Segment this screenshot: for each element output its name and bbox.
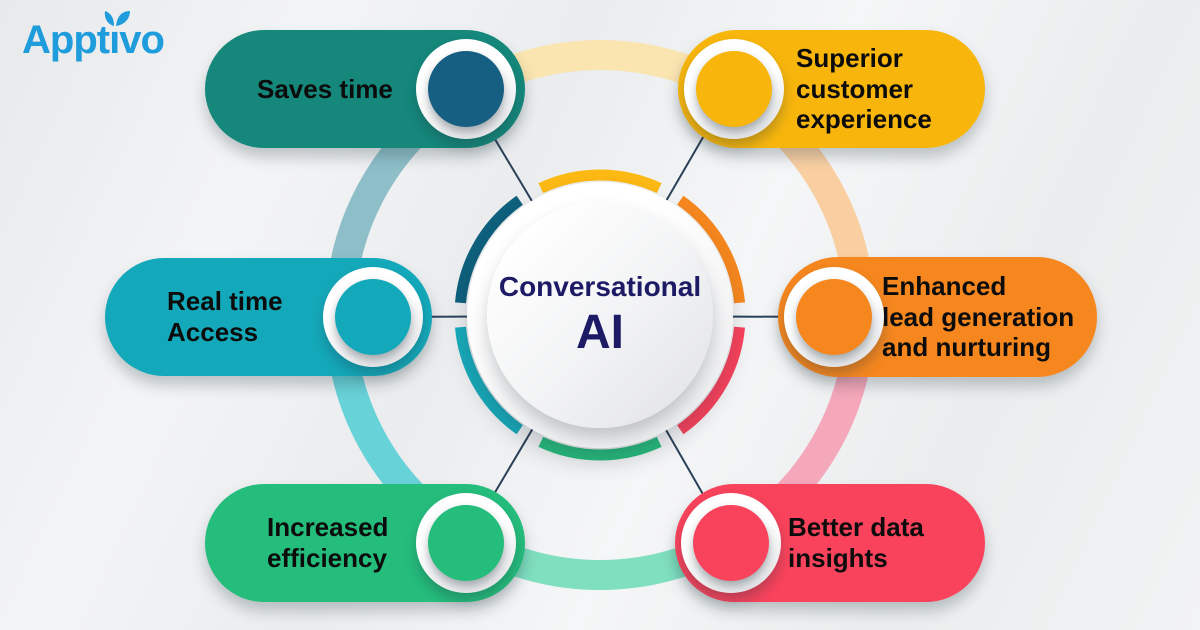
inner-ring-segment-top-yellow xyxy=(538,169,662,194)
pill-superior-customer-experience: Superior customer experience xyxy=(678,30,985,148)
leaf-left xyxy=(104,11,115,26)
pill-circle-ring xyxy=(323,267,423,367)
inner-ring-segment-bottom-left-teal xyxy=(455,326,523,435)
leaf-icon xyxy=(104,11,131,26)
pill-label: Real time Access xyxy=(167,286,283,347)
pill-circle xyxy=(428,505,504,581)
inner-ring xyxy=(455,169,745,461)
pill-better-data-insights: Better data insights xyxy=(675,484,985,602)
logo-text-part2: vo xyxy=(119,18,165,62)
inner-ring-segment-bottom-right-red xyxy=(677,326,745,435)
pill-circle xyxy=(696,51,772,127)
pill-increased-efficiency: Increased efficiency xyxy=(205,484,525,602)
pill-label: Superior customer experience xyxy=(796,42,932,135)
pill-circle xyxy=(428,51,504,127)
pill-circle xyxy=(335,279,411,355)
pill-circle-ring xyxy=(681,493,781,593)
pill-circle xyxy=(796,279,872,355)
logo-text-part1: Appt xyxy=(22,18,110,62)
pill-circle-ring xyxy=(684,39,784,139)
pill-label: Better data insights xyxy=(788,512,924,573)
logo-letter-i: ı xyxy=(104,11,131,63)
center-circle: Conversational AI xyxy=(487,202,713,428)
pill-label: Increased efficiency xyxy=(267,512,389,573)
pill-enhanced-lead-generation: Enhanced lead generation and nurturing xyxy=(778,257,1097,377)
pill-circle-ring xyxy=(416,39,516,139)
pill-circle xyxy=(693,505,769,581)
pill-real-time-access: Real time Access xyxy=(105,258,432,376)
inner-ring-segment-top-right-orange xyxy=(677,195,745,304)
inner-ring-segment-top-left-petrol xyxy=(455,195,523,304)
leaf-right xyxy=(116,11,131,26)
pill-circle-ring xyxy=(416,493,516,593)
inner-ring-segment-bottom-green xyxy=(538,436,662,461)
center-title-line1: Conversational xyxy=(498,270,702,302)
center-title-line2: AI xyxy=(576,305,624,359)
pill-label: Enhanced lead generation and nurturing xyxy=(882,270,1075,363)
pill-label: Saves time xyxy=(257,73,393,104)
pill-saves-time: Saves time xyxy=(205,30,525,148)
pill-circle-ring xyxy=(784,267,884,367)
